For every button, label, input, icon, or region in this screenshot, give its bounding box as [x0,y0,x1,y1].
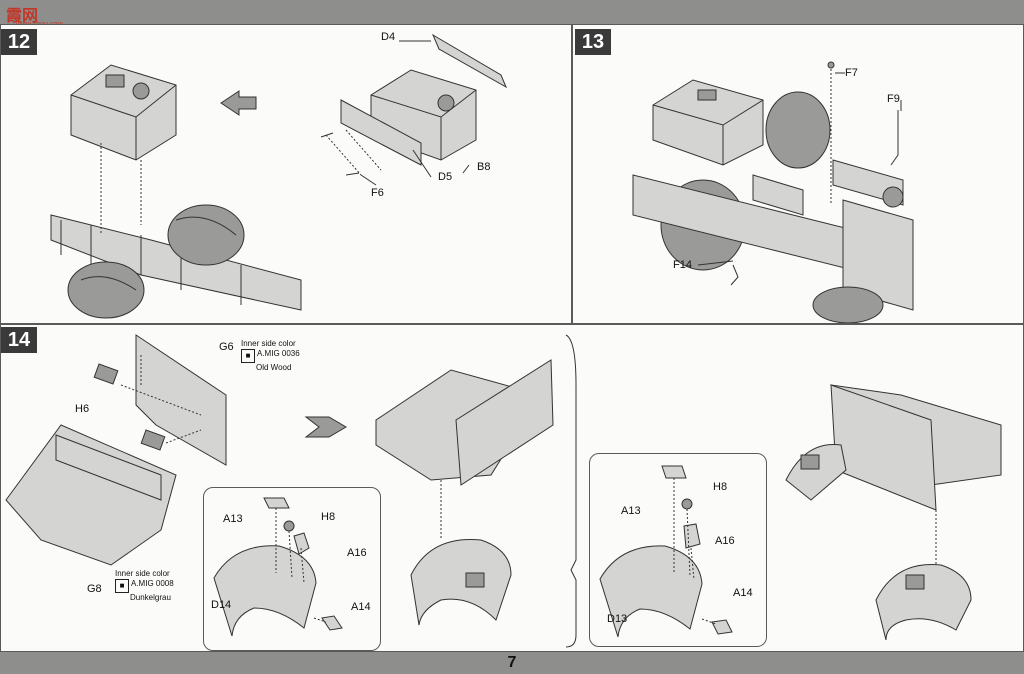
step-12-illustration [50,33,508,319]
label-f14: F14 [673,259,692,271]
label-h8-right: H8 [713,481,728,493]
paint-icon: ■ [115,579,129,593]
label-g8: G8 [87,583,102,595]
note-g8-paint: Inner side color ■A.MIG 0008 Dunkelgrau [115,569,174,602]
label-f7: F7 [845,67,858,79]
step-13-number: 13 [575,29,611,55]
label-a14-right: A14 [733,587,753,599]
label-d14: D14 [211,599,232,611]
watermark-logo: 霞网 www.shou.com [6,8,63,28]
label-a14-left: A14 [351,601,371,613]
label-a13-right: A13 [621,505,641,517]
step-14-number: 14 [1,327,37,353]
inset-left-illustration [213,497,343,637]
label-h8-left: H8 [321,511,336,523]
paint-icon: ■ [241,349,255,363]
step-14-inset-right [589,453,767,647]
inset-right-illustration [599,465,733,638]
label-d5: D5 [438,171,453,183]
step-14-inset-left [203,487,381,651]
step-14-illustration [5,334,1002,648]
label-d13: D13 [607,613,628,625]
label-g6: G6 [219,341,234,353]
label-d4: D4 [381,31,396,43]
label-b8: B8 [477,161,491,173]
label-f6: F6 [371,187,384,199]
label-h6: H6 [75,403,90,415]
bottom-bar [0,652,1024,674]
top-bar [0,0,1024,24]
page-number: 7 [507,654,517,671]
step-13-illustration [632,61,914,323]
step-13-panel: 13 F7 F9 F14 [572,24,1024,324]
step-14-panel: 14 [0,324,1024,652]
label-a16-left: A16 [347,547,367,559]
label-a13-left: A13 [223,513,243,525]
label-f9: F9 [887,93,900,105]
step-12-number: 12 [1,29,37,55]
step-12-panel: 12 D4 B8 D5 F6 [0,24,572,324]
note-g6-paint: Inner side color ■A.MIG 0036 Old Wood [241,339,300,372]
label-a16-right: A16 [715,535,735,547]
